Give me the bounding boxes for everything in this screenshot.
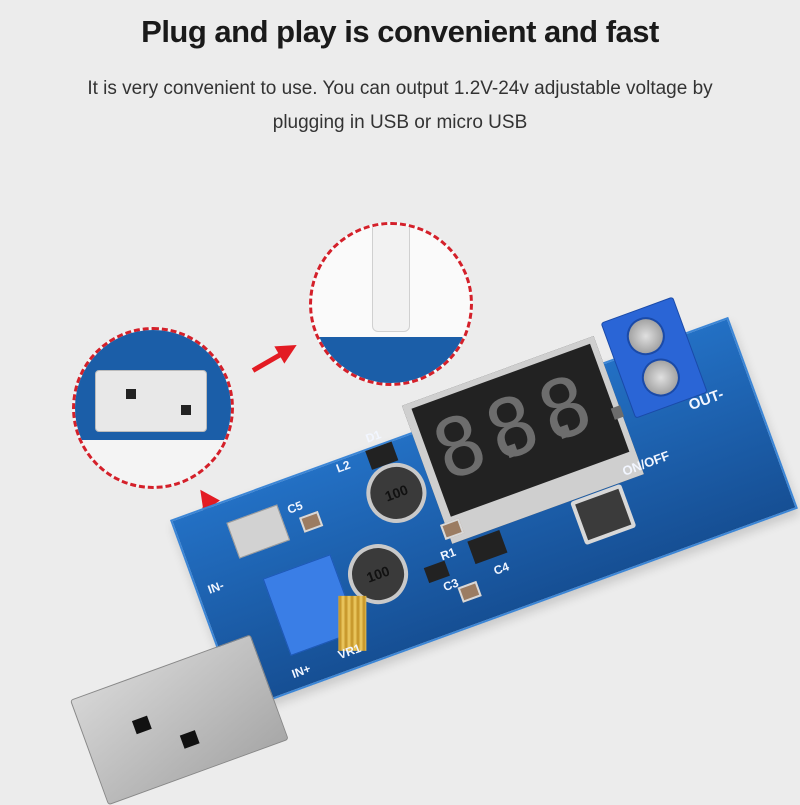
screw-icon [621, 311, 671, 361]
arrow-icon [251, 352, 282, 373]
usb-hole [179, 730, 200, 749]
micro-usb-callout [72, 327, 234, 489]
port-slot [126, 389, 136, 399]
silk-in-plus: IN+ [289, 661, 313, 682]
display-digit: 8. [421, 378, 544, 499]
arrow-head-icon [274, 336, 302, 364]
usb-cable [372, 225, 410, 332]
silk-r1: R1 [438, 544, 458, 564]
usb-hole [131, 715, 152, 735]
silk-c5: C5 [285, 498, 305, 517]
capacitor-c3 [457, 580, 482, 603]
pcb-closeup [312, 337, 470, 383]
headline: Plug and play is convenient and fast [141, 14, 659, 49]
subtitle: It is very convenient to use. You can ou… [87, 78, 713, 133]
capacitor-c5 [299, 510, 324, 533]
usb-a-plug [70, 634, 289, 805]
silk-c4: C4 [491, 559, 511, 578]
micro-usb-port [226, 504, 291, 559]
pcb-board: 8. 8. 8. 100 100 IN- IN+ VR1 C5 L2 D1 R1… [170, 296, 798, 712]
cable-callout [309, 222, 473, 386]
silk-d1: D1 [363, 427, 383, 446]
micro-usb-port-closeup [95, 370, 207, 432]
port-slot [181, 405, 191, 415]
silk-l2: L2 [334, 457, 353, 476]
screw-icon [636, 353, 686, 402]
silk-in-minus: IN- [205, 578, 226, 597]
silk-c3: C3 [441, 575, 461, 595]
